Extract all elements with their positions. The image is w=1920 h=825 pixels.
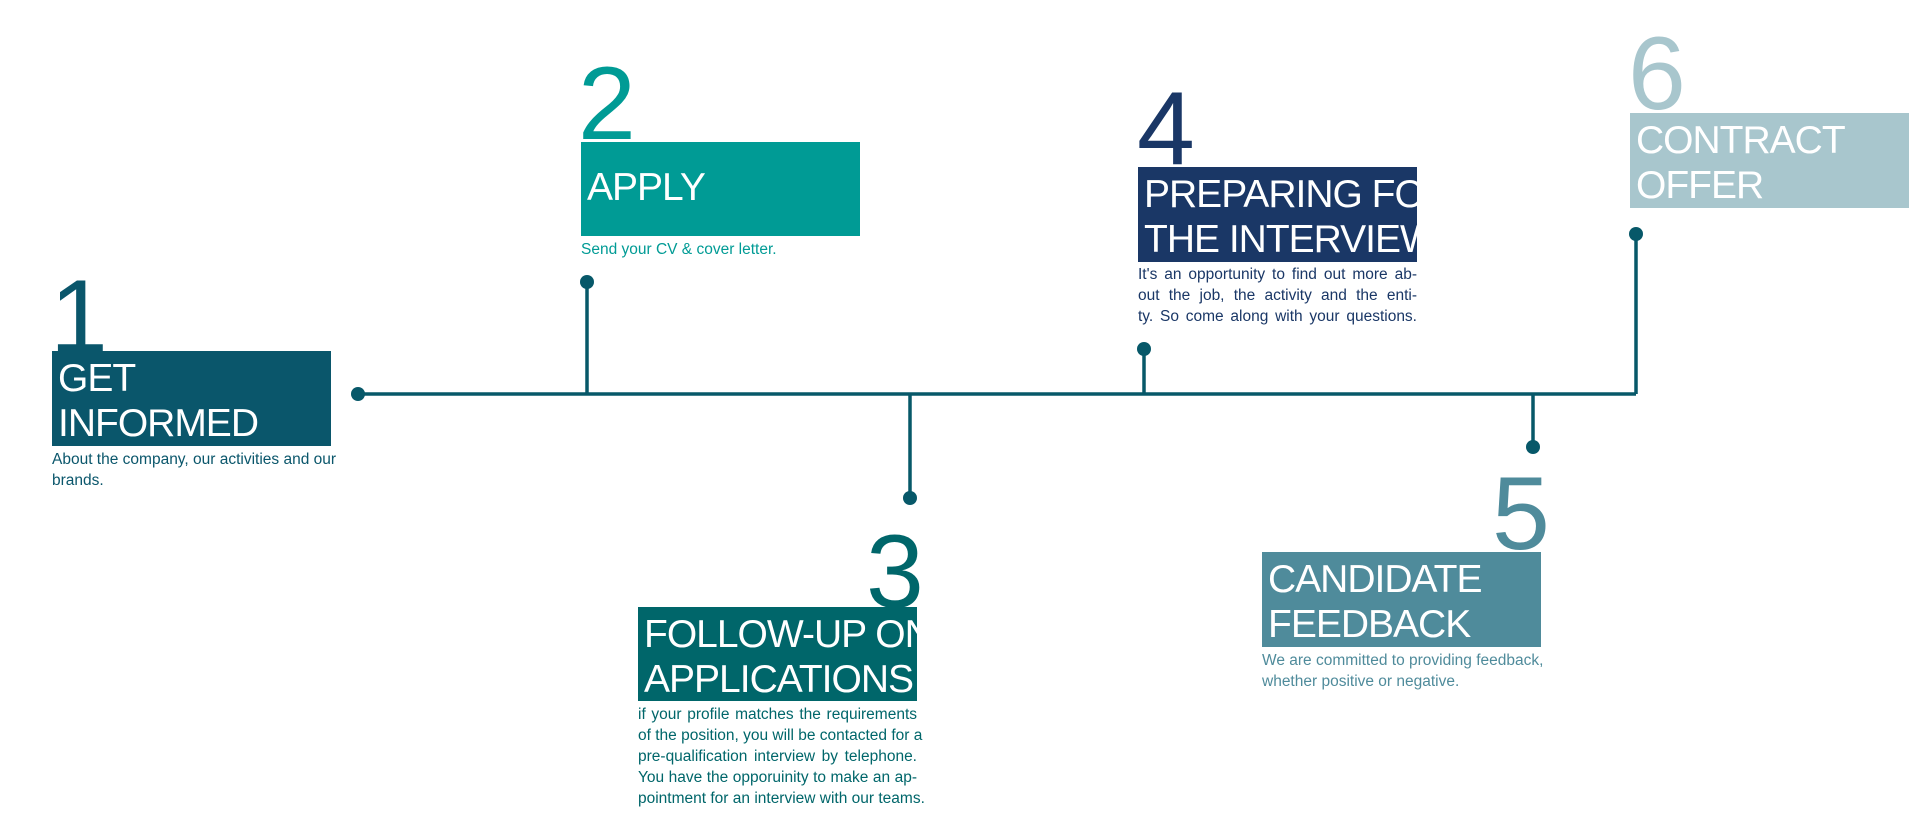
step-3-title-line: APPLICATIONS xyxy=(644,658,914,701)
step-3-desc-line: You have the opporuinity to make an ap- xyxy=(638,769,917,786)
step-1-desc-line: brands. xyxy=(52,472,104,489)
step-5-number: 5 xyxy=(1492,456,1550,572)
step-4-title-line: THE INTERVIEW xyxy=(1144,218,1437,261)
connector-dot-step4 xyxy=(1137,342,1151,356)
step-2-title-box: APPLY xyxy=(581,142,860,236)
step-4-desc-line: ty. So come along with your questions. xyxy=(1138,308,1417,325)
step-5-title-line: CANDIDATE xyxy=(1268,558,1482,601)
step-3-title-box: FOLLOW-UP ON APPLICATIONS xyxy=(638,607,933,701)
step-4-title-box: PREPARING FOR THE INTERVIEW xyxy=(1138,167,1452,262)
step-1-description: About the company, our activities and ou… xyxy=(52,449,337,491)
connector-dot-step5 xyxy=(1526,440,1540,454)
step-6-number: 6 xyxy=(1628,16,1686,132)
step-4-title-line: PREPARING FOR xyxy=(1144,173,1452,216)
step-2-number: 2 xyxy=(578,46,636,162)
step-2-description: Send your CV & cover letter. xyxy=(581,239,860,260)
step-3-desc-line: pointment for an interview with our team… xyxy=(638,790,925,807)
step-6-title-line: OFFER xyxy=(1636,164,1764,207)
step-2-title-line: APPLY xyxy=(587,166,706,209)
connector-dot-step6 xyxy=(1629,227,1643,241)
step-3-desc-line: if your profile matches the requirements xyxy=(638,706,917,723)
timeline-start-dot xyxy=(351,387,365,401)
step-3-number: 3 xyxy=(866,514,924,630)
step-6-title-line: CONTRACT xyxy=(1636,119,1846,162)
step-4-number: 4 xyxy=(1137,71,1195,187)
connector-dot-step3 xyxy=(903,491,917,505)
step-1-title-line: GET xyxy=(58,357,136,400)
step-5-title-line: FEEDBACK xyxy=(1268,603,1471,646)
step-1-title-line: INFORMED xyxy=(58,402,259,445)
step-1-title-box: GET INFORMED xyxy=(52,351,331,446)
step-3-title-line: FOLLOW-UP ON xyxy=(644,613,933,656)
step-5-desc-line: We are committed to providing feedback, xyxy=(1262,652,1544,669)
step-3-desc-line: of the position, you will be contacted f… xyxy=(638,727,923,744)
step-2-desc-line: Send your CV & cover letter. xyxy=(581,241,777,258)
step-4-desc-line: out the job, the activity and the enti- xyxy=(1138,287,1417,304)
step-3-description: if your profile matches the requirements… xyxy=(638,704,925,809)
step-1-desc-line: About the company, our activities and ou… xyxy=(52,451,337,468)
step-4-desc-line: It's an opportunity to find out more ab- xyxy=(1138,266,1417,283)
step-5-desc-line: whether positive or negative. xyxy=(1262,673,1460,690)
connector-dot-step2 xyxy=(580,275,594,289)
step-5-description: We are committed to providing feedback, … xyxy=(1262,650,1544,692)
step-5-title-box: CANDIDATE FEEDBACK xyxy=(1262,552,1541,647)
step-6-title-box: CONTRACT OFFER xyxy=(1630,113,1909,208)
step-3-desc-line: pre-qualification interview by telephone… xyxy=(638,748,917,765)
step-4-description: It's an opportunity to find out more ab-… xyxy=(1138,264,1417,327)
